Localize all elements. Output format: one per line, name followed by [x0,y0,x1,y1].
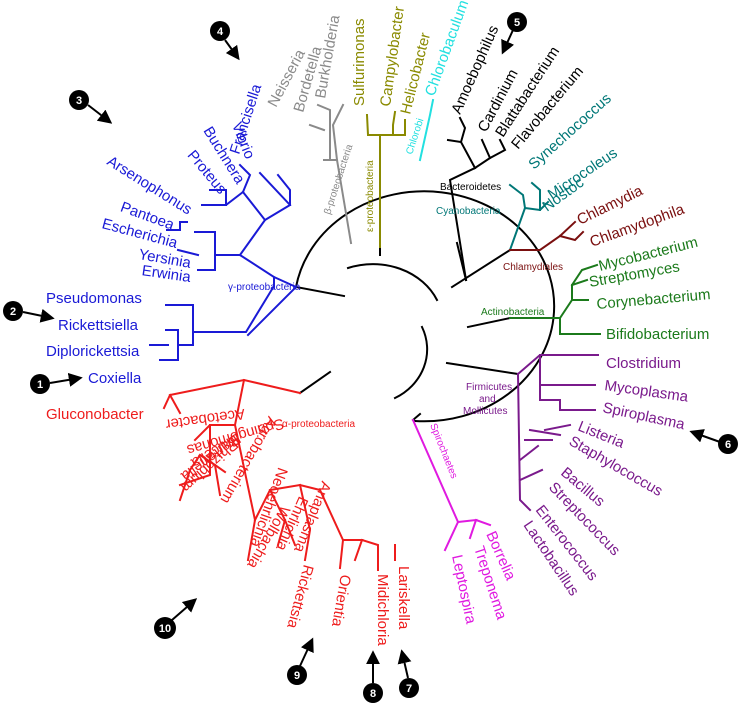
root-stem-firm [445,361,520,376]
clade-bacteroidetes [446,116,507,282]
clade-cyanobacteria [508,181,550,252]
marker-1: 1 [30,372,83,394]
marker-2: 2 [3,301,55,323]
taxon-label: Spiroplasma [601,399,687,433]
taxon-label: Clostridium [606,355,681,372]
taxon-label: Leptospira [448,553,479,626]
root-arc-inner [346,263,439,302]
taxon-label: Orientia [328,573,354,628]
markers: 1 2 3 4 5 6 7 [3,12,738,703]
group-label-beta: β-proteobacteria [322,143,355,216]
group-label-firmicutes-3: Mollicutes [463,406,507,417]
taxon-label: Rickettsia [283,563,316,631]
marker-10: 10 [154,598,198,639]
svg-text:4: 4 [217,26,224,38]
root-stem-chlam [450,248,512,289]
root-stem-actino [466,316,512,329]
svg-text:1: 1 [37,379,43,391]
clade-chlorobi [418,98,435,162]
root-branches [294,190,556,423]
group-label-cyanobacteria: Cyanobacteria [436,206,501,217]
marker-8: 8 [363,650,383,703]
group-label-chlamydiales: Chlamydiales [503,262,563,273]
group-label-epsilon: ε-proteobacteria [365,160,376,232]
group-label-bacteroidetes: Bacteroidetes [440,182,501,193]
clade-gamma [149,163,298,361]
taxon-label: Sulfurimonas [351,18,368,106]
taxon-label: Lariskella [395,566,412,630]
marker-7: 7 [397,649,419,698]
clade-firmicutes [516,354,599,512]
svg-text:2: 2 [10,306,16,318]
taxon-label: Pseudomonas [46,290,142,307]
taxon-label: Diplorickettsia [46,343,140,360]
svg-text:9: 9 [294,670,300,682]
clade-alpha [162,378,396,571]
marker-9: 9 [287,637,314,685]
group-label-actinobacteria: Actinobacteria [481,307,545,318]
root-stem-gamma [294,285,346,298]
taxon-label: Midichloria [374,574,391,646]
root-stem-spiro [411,412,422,422]
clade-epsilon [365,110,406,248]
taxon-label: Bifidobacterium [606,326,709,343]
svg-text:6: 6 [725,439,731,451]
group-label-firmicutes-1: Firmicutes [466,382,512,393]
root-arc-inner-low [393,325,429,400]
taxon-label: Erwinia [141,262,193,286]
taxon-label: Rickettsiella [58,317,139,334]
marker-4: 4 [210,21,240,61]
group-label-spirochaetes: Spirochaetes [427,422,459,480]
marker-3: 3 [69,90,113,124]
svg-text:7: 7 [406,683,412,695]
clade-beta [308,103,353,245]
root-arc [294,190,556,423]
root-stem-alpha [298,370,332,395]
group-label-alpha: α-proteobacteria [282,419,355,430]
marker-6: 6 [689,429,738,454]
clade-spirochaetes [411,418,492,552]
clade-actinobacteria [509,263,601,335]
taxon-label: Gluconobacter [46,406,144,423]
svg-text:10: 10 [159,623,171,635]
marker-5: 5 [501,12,527,55]
group-label-gamma: γ-proteobacteria [228,282,301,293]
svg-text:5: 5 [514,17,520,29]
taxon-label: Corynebacterium [596,286,711,313]
svg-text:3: 3 [76,95,82,107]
clade-chlamydiales [509,220,585,251]
taxon-label: Coxiella [88,370,142,387]
svg-text:8: 8 [370,688,376,700]
group-label-firmicutes-2: and [479,394,496,405]
